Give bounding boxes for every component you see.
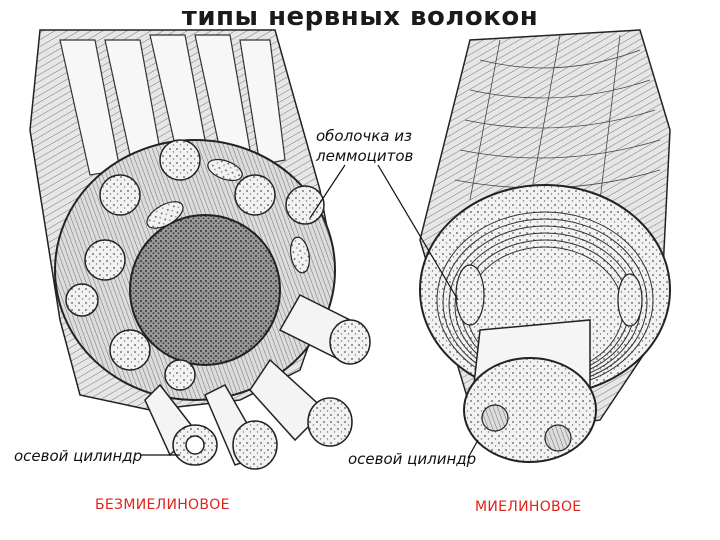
sheath-label: оболочка из леммоцитов [316, 126, 436, 166]
caption-myelinated: МИЕЛИНОВОЕ [475, 499, 581, 515]
unmyelinated-fiber [30, 30, 370, 469]
axis-cylinder-label-right: осевой цилиндр [348, 450, 476, 468]
axis-cylinder-label-left: осевой цилиндр [14, 447, 142, 465]
caption-unmyelinated: БЕЗМИЕЛИНОВОЕ [95, 497, 230, 513]
myelinated-fiber [420, 30, 670, 462]
